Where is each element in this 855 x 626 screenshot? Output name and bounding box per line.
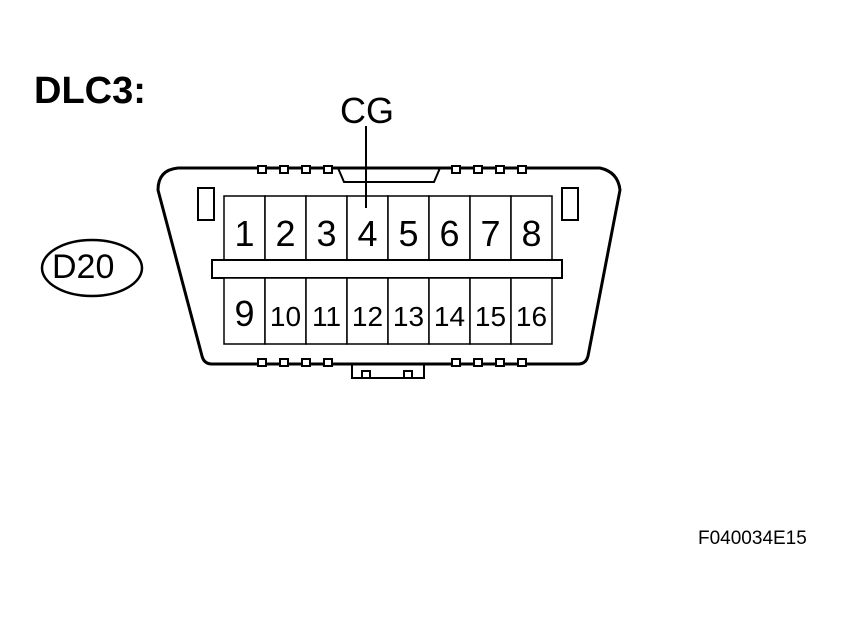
bottom-pin-label-15: 15 xyxy=(475,301,506,332)
bottom-pin-cells: 9 10 11 12 13 14 15 16 xyxy=(223,277,553,345)
top-pin-label-6: 6 xyxy=(439,213,459,254)
top-pin-label-1: 1 xyxy=(234,213,254,254)
top-pin-cell-7 xyxy=(469,195,512,261)
bottom-key-tab-notches xyxy=(361,370,413,379)
figure-code: F040034E15 xyxy=(698,528,807,549)
top-pin-cell-3 xyxy=(305,195,348,261)
bottom-pin-label-14: 14 xyxy=(434,301,465,332)
top-pin-label-2: 2 xyxy=(275,213,295,254)
top-pin-label-7: 7 xyxy=(480,213,500,254)
pin-callout-label: CG xyxy=(340,90,394,131)
bottom-pin-label-9: 9 xyxy=(234,293,254,334)
connector-id-label: D20 xyxy=(52,248,115,286)
top-pin-label-8: 8 xyxy=(521,213,541,254)
bottom-pin-cell-13 xyxy=(387,277,430,345)
top-notches xyxy=(257,165,527,174)
top-pin-label-4: 4 xyxy=(357,213,377,254)
connector-id-ellipse xyxy=(40,238,144,298)
bottom-pin-label-11: 11 xyxy=(312,301,341,332)
right-latch-slot xyxy=(561,187,579,221)
top-pin-label-3: 3 xyxy=(316,213,336,254)
connector-housing xyxy=(156,166,622,366)
top-key-tab xyxy=(337,167,441,183)
divider-bar xyxy=(211,259,563,279)
top-pin-cell-4 xyxy=(346,195,389,261)
top-pin-cell-1 xyxy=(223,195,266,261)
top-pin-cell-6 xyxy=(428,195,471,261)
bottom-pin-cell-11 xyxy=(305,277,348,345)
bottom-pin-label-10: 10 xyxy=(270,301,301,332)
bottom-pin-label-12: 12 xyxy=(352,301,383,332)
top-pin-label-5: 5 xyxy=(398,213,418,254)
bottom-pin-label-13: 13 xyxy=(393,301,424,332)
bottom-pin-cell-16 xyxy=(510,277,553,345)
top-pin-cell-8 xyxy=(510,195,553,261)
bottom-key-tab xyxy=(351,364,425,379)
bottom-notches xyxy=(257,358,527,367)
bottom-pin-cell-15 xyxy=(469,277,512,345)
diagram-title: DLC3: xyxy=(34,70,146,112)
bottom-pin-cell-9 xyxy=(223,277,266,345)
left-latch-slot xyxy=(197,187,215,221)
bottom-pin-cell-14 xyxy=(428,277,471,345)
bottom-pin-label-16: 16 xyxy=(516,301,547,332)
